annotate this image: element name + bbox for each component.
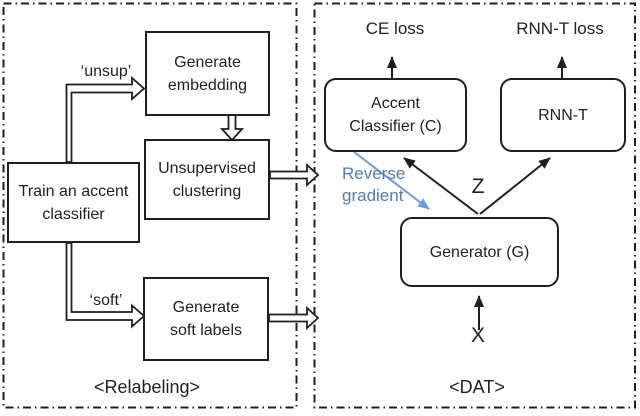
reverse-gradient-label-line2: gradient: [342, 186, 404, 205]
generate-embedding-label-line2: embedding: [167, 76, 248, 94]
dat-caption: <DAT>: [449, 377, 505, 397]
unsupervised-clustering-label-line1: Unsupervised: [158, 159, 256, 177]
rnnt-loss-label: RNN-T loss: [516, 19, 604, 38]
generate-soft-labels-label-line2: soft labels: [169, 322, 243, 339]
z-variable-label: Z: [471, 175, 485, 198]
generator-to-rnnt-arrow: [479, 157, 551, 215]
dat-panel-border: [313, 2, 636, 409]
unsup-flow-arrow: [65, 76, 146, 163]
relabeling-caption: <Relabeling>: [93, 377, 201, 397]
generator-to-classifier-arrow: [403, 157, 479, 215]
generator-label: Generator (G): [429, 243, 530, 261]
train-accent-classifier-label-line2: classifier: [42, 205, 105, 223]
embedding-to-clustering-arrow: [219, 114, 245, 142]
accent-classifier-box: Accent Classifier (C): [324, 78, 467, 152]
train-accent-classifier-box: Train an accent classifier: [7, 162, 140, 243]
generate-soft-labels-box: Generate soft labels: [143, 277, 269, 361]
generator-box: Generator (G): [400, 217, 559, 287]
accent-classifier-label-line1: Accent: [371, 95, 420, 112]
unsupervised-clustering-box: Unsupervised clustering: [144, 139, 270, 220]
rnnt-label: RNN-T: [538, 106, 588, 124]
reverse-gradient-label: Reverse gradient: [342, 163, 452, 207]
relabeling-panel-border: [2, 2, 298, 409]
clustering-output-arrow: [269, 162, 320, 188]
unsup-edge-label: ‘unsup’: [80, 63, 132, 80]
soft-labels-output-arrow: [268, 305, 320, 331]
generate-embedding-box: Generate embedding: [145, 31, 270, 116]
reverse-gradient-label-line1: Reverse: [342, 164, 406, 183]
reverse-gradient-arrow: [353, 151, 430, 210]
soft-edge-label: ‘soft’: [89, 292, 123, 309]
generate-embedding-label-line1: Generate: [174, 53, 241, 71]
accent-classifier-label-line2: Classifier (C): [349, 118, 442, 135]
soft-flow-arrow: [65, 242, 146, 329]
ce-loss-label: CE loss: [365, 19, 425, 38]
train-accent-classifier-label-line1: Train an accent: [18, 182, 129, 200]
rnnt-box: RNN-T: [500, 78, 626, 152]
x-variable-label: X: [470, 324, 485, 347]
generate-soft-labels-label-line1: Generate: [172, 299, 240, 316]
unsupervised-clustering-label-line2: clustering: [172, 182, 242, 200]
